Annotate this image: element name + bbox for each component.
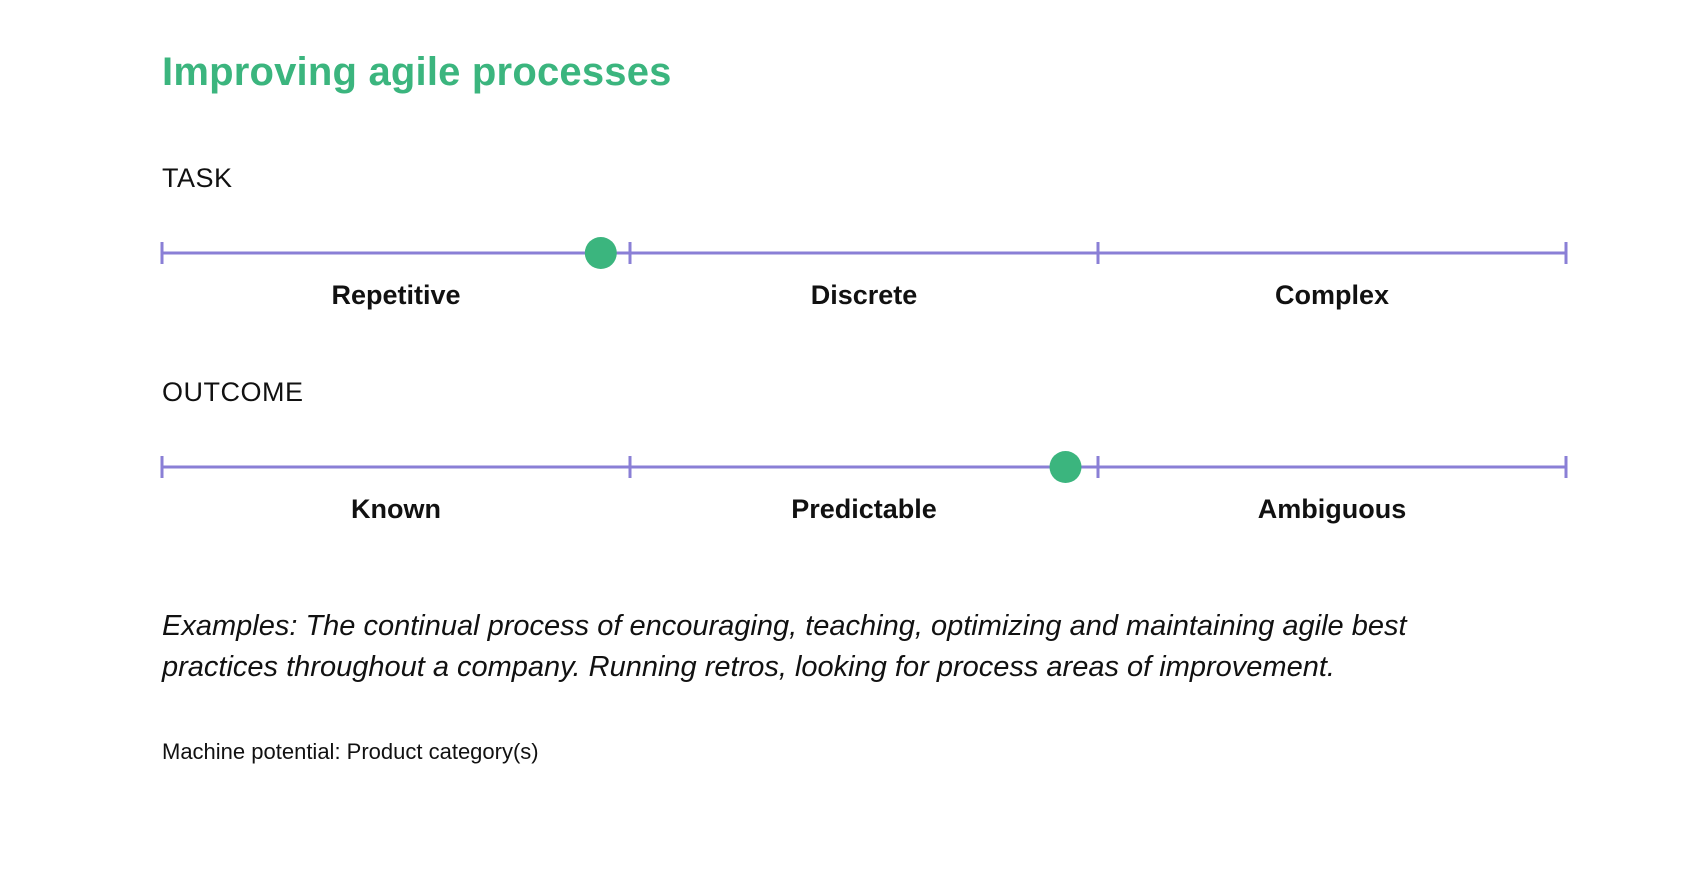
task-segment-discrete: Discrete xyxy=(810,280,918,310)
task-segment-complex: Complex xyxy=(1274,280,1390,310)
outcome-scale-labels: Known Predictable Ambiguous xyxy=(162,494,1566,530)
task-label: TASK xyxy=(162,163,233,193)
outcome-scale-graphic xyxy=(160,451,1568,483)
task-scale-labels: Repetitive Discrete Complex xyxy=(162,280,1566,316)
task-scale xyxy=(160,233,1568,273)
task-marker xyxy=(584,237,617,269)
outcome-label: OUTCOME xyxy=(162,377,304,407)
task-scale-graphic xyxy=(160,237,1568,269)
outcome-segment-ambiguous: Ambiguous xyxy=(1257,494,1407,524)
page-title: Improving agile processes xyxy=(162,50,672,94)
outcome-segment-known: Known xyxy=(351,494,441,524)
outcome-segment-predictable: Predictable xyxy=(791,494,937,524)
examples-text: Examples: The continual process of encou… xyxy=(162,610,1407,683)
outcome-marker xyxy=(1049,451,1082,483)
machine-potential-text: Machine potential: Product category(s) xyxy=(162,739,539,764)
task-segment-repetitive: Repetitive xyxy=(331,280,461,310)
outcome-scale xyxy=(160,447,1568,487)
